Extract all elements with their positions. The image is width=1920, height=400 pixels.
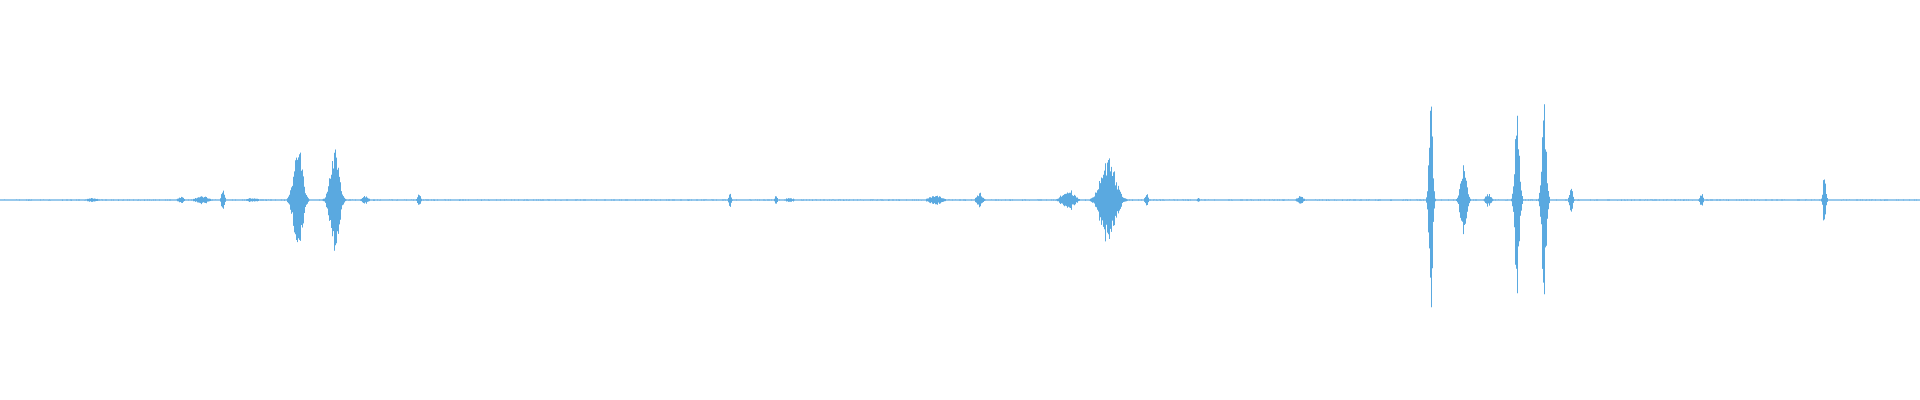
waveform-trace — [0, 104, 1920, 308]
waveform-samples — [0, 104, 1920, 308]
